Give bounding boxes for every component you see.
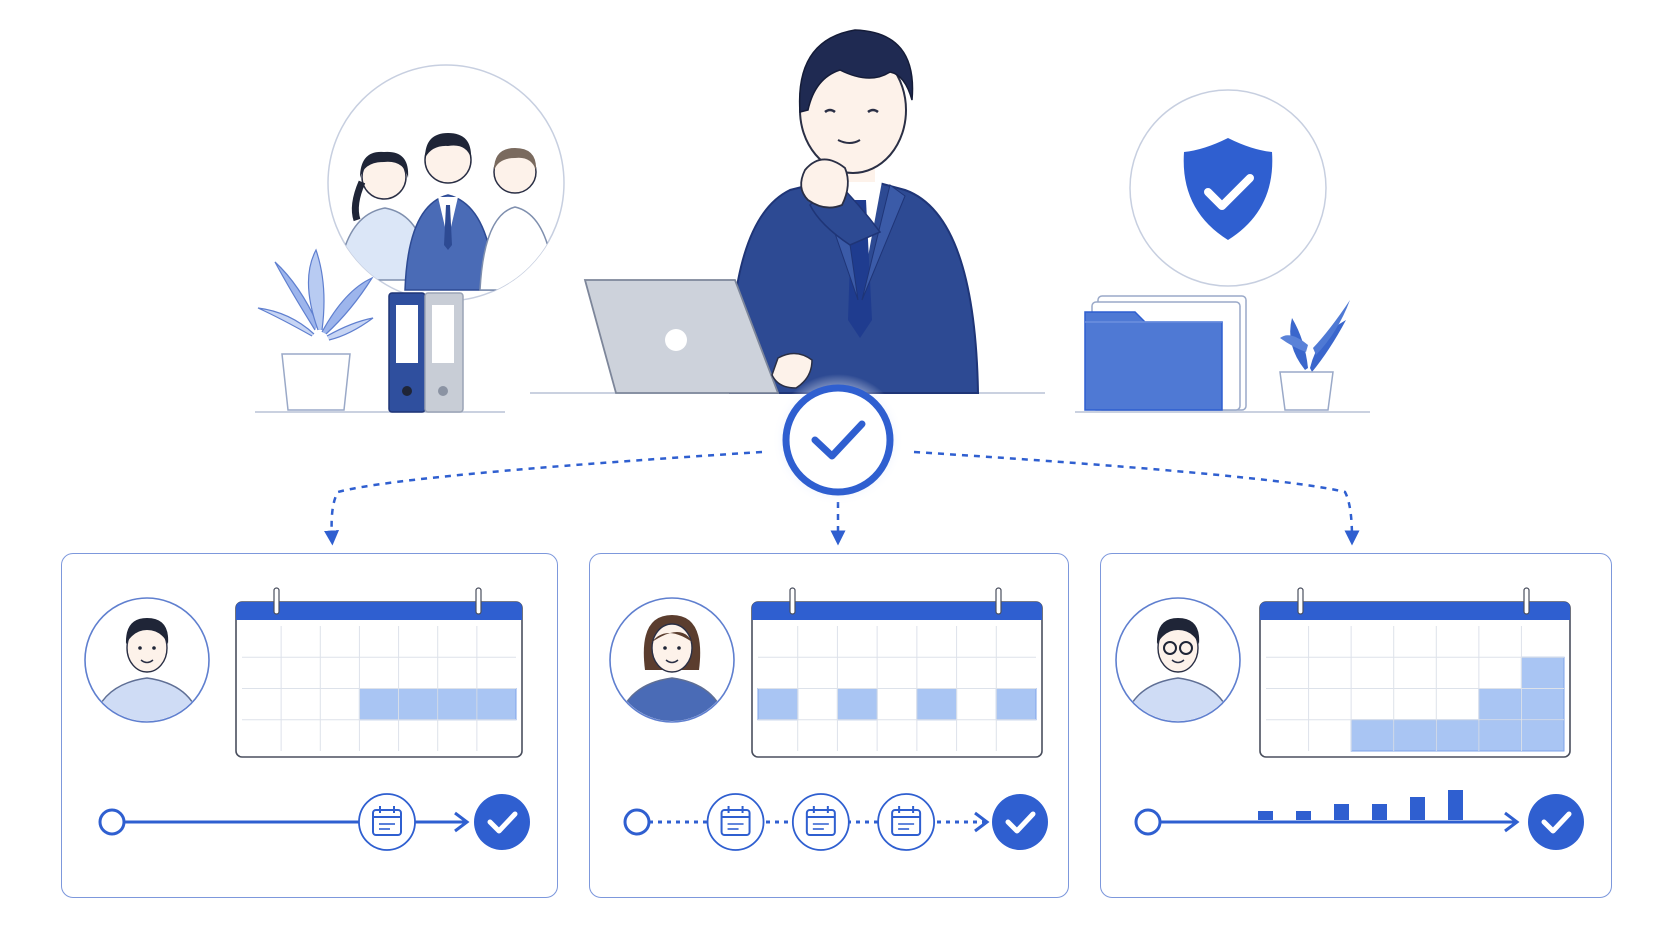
timeline-arrow <box>454 811 470 833</box>
calendar-ring <box>475 587 482 615</box>
calendar-highlight <box>1350 719 1395 752</box>
calendar-ring <box>1523 587 1530 615</box>
card-3-content <box>1115 587 1584 850</box>
calendar-ring <box>789 587 796 615</box>
calendar-ring <box>995 587 1002 615</box>
ramp-bar <box>1296 811 1311 820</box>
calendar-milestone <box>358 793 416 851</box>
laptop <box>583 279 813 394</box>
calendar-icon <box>891 809 922 836</box>
calendar-highlight <box>1478 719 1522 752</box>
calendar-highlight <box>757 688 799 721</box>
plant-left <box>257 248 374 411</box>
calendar-highlight <box>358 688 400 721</box>
avatar-hair <box>125 618 169 644</box>
calendar-highlight <box>1520 688 1565 721</box>
calendar-milestone <box>706 793 765 851</box>
left-desk-decor <box>255 248 505 413</box>
binders <box>388 292 464 413</box>
card-1-content <box>84 587 530 851</box>
calendar-ring <box>1297 587 1304 615</box>
glasses-icon <box>1163 641 1177 655</box>
timeline-arrow <box>1504 811 1520 833</box>
calendar-icon <box>235 601 523 758</box>
calendar-highlight <box>1435 719 1480 752</box>
team-bubble <box>327 64 565 302</box>
calendar-highlight <box>1520 719 1565 752</box>
calendar-highlight <box>995 688 1037 721</box>
shield-check-icon <box>1183 138 1273 240</box>
check-icon <box>487 811 518 834</box>
calendar-milestone <box>791 793 850 851</box>
check-badge <box>992 794 1048 850</box>
calendar-highlight <box>836 688 878 721</box>
ramp-bar <box>1410 797 1425 820</box>
check-circle-icon <box>811 420 866 460</box>
timeline-start <box>1134 808 1162 836</box>
calendar-highlight <box>1478 688 1522 721</box>
plant-right <box>1279 300 1350 411</box>
calendar-icon <box>372 809 402 836</box>
card-2-content <box>609 587 1048 851</box>
avatar-hair <box>1156 618 1200 644</box>
calendar-header <box>1260 602 1570 620</box>
calendar-icon <box>805 809 836 836</box>
timeline-arrow <box>974 811 990 833</box>
calendar-highlight <box>437 688 478 721</box>
security-bubble <box>1129 89 1327 287</box>
calendar-icon <box>751 601 1043 758</box>
calendar-milestone <box>877 793 936 851</box>
ramp-bar <box>1372 804 1387 820</box>
calendar-highlight <box>398 688 439 721</box>
calendar-header <box>752 602 1042 620</box>
ramp-bar <box>1448 790 1463 820</box>
ramp-bar <box>1334 804 1349 820</box>
check-icon <box>1005 811 1036 834</box>
calendar-highlight <box>1393 719 1437 752</box>
timeline-start <box>98 808 126 836</box>
team-member-center <box>404 133 496 291</box>
calendar-ring <box>273 587 280 615</box>
calendar-header <box>236 602 522 620</box>
calendar-icon <box>720 809 751 836</box>
calendar-highlight <box>1520 656 1565 689</box>
check-badge <box>474 794 530 850</box>
calendar-highlight <box>476 688 517 721</box>
manager-character <box>530 29 1045 394</box>
calendar-highlight <box>916 688 958 721</box>
right-desk-decor <box>1075 295 1370 413</box>
avatar-face <box>651 623 693 673</box>
check-icon <box>1541 811 1572 834</box>
folder-icon <box>1084 295 1247 411</box>
approval-hub <box>772 374 904 506</box>
ramp-bar <box>1258 811 1273 820</box>
check-badge <box>1528 794 1584 850</box>
distribution-connectors <box>324 450 1360 546</box>
avatar-bangs <box>652 632 692 642</box>
timeline-start <box>623 808 651 836</box>
